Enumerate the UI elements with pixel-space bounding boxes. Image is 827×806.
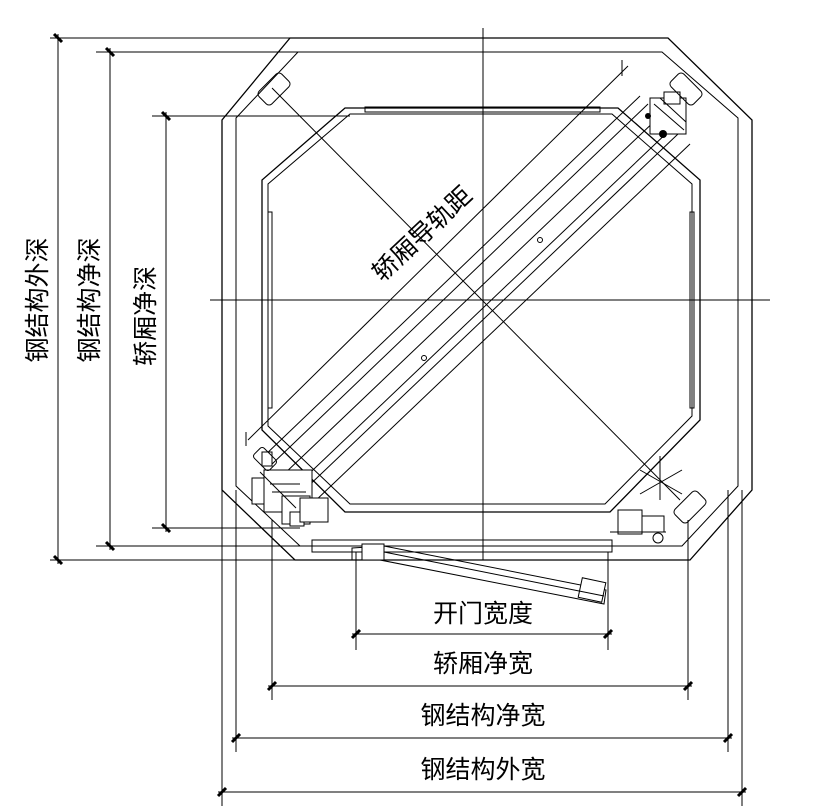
rail-beam-line-6 — [311, 143, 691, 505]
dim-tick — [216, 786, 228, 798]
label-door-width: 开门宽度 — [433, 599, 533, 628]
diagonal-cross-a — [271, 87, 681, 501]
label-steel-clear-depth: 钢结构净深 — [75, 237, 104, 362]
car-outline-inner — [267, 113, 693, 505]
rail-beam-line-1 — [261, 95, 641, 459]
label-car-clear-depth: 轿厢净深 — [131, 266, 160, 366]
bottom-left-rail-bracket — [251, 451, 329, 527]
rail-bolt-2 — [421, 355, 427, 361]
label-car-clear-width: 轿厢净宽 — [433, 649, 533, 678]
rail-beam-line-3 — [281, 115, 661, 477]
car-right-panel — [689, 211, 695, 409]
dim-tick — [722, 732, 734, 744]
dim-tick — [266, 680, 278, 692]
dim-tick — [52, 554, 64, 566]
dim-tick — [160, 110, 172, 122]
car-outline-outer — [261, 107, 701, 513]
label-steel-clear-width: 钢结构净宽 — [420, 701, 545, 730]
dim-tick — [104, 540, 116, 552]
top-right-rail-bracket — [645, 91, 687, 138]
dim-tick — [350, 628, 362, 640]
corner-slot-bottom-left — [253, 447, 277, 471]
dim-tick — [52, 32, 64, 44]
dim-tick — [682, 680, 694, 692]
label-steel-outer-depth: 钢结构外深 — [23, 237, 52, 362]
rail-beam-line-2 — [269, 103, 649, 467]
car-left-panel — [267, 211, 273, 409]
swing-door-leaf — [351, 543, 607, 605]
steel-structure-outer-outline — [221, 37, 753, 561]
rail-beam-line-4 — [293, 127, 673, 489]
dim-tick — [160, 522, 172, 534]
label-steel-outer-width: 钢结构外宽 — [420, 755, 545, 784]
dim-tick — [104, 46, 116, 58]
corner-slot-top-right — [669, 72, 703, 106]
steel-structure-inner-outline — [235, 51, 739, 547]
rail-beam-line-5 — [299, 133, 679, 495]
diagonal-cross-b — [247, 65, 629, 441]
label-car-rail-distance: 轿厢导轨距 — [367, 181, 478, 287]
corner-slot-bottom-right — [673, 490, 707, 524]
rail-bolt-1 — [537, 237, 543, 243]
corner-slot-top-left — [257, 72, 291, 106]
bottom-right-door-machine — [610, 456, 683, 544]
dim-tick — [230, 732, 242, 744]
dim-tick — [602, 628, 614, 640]
dim-tick — [736, 786, 748, 798]
